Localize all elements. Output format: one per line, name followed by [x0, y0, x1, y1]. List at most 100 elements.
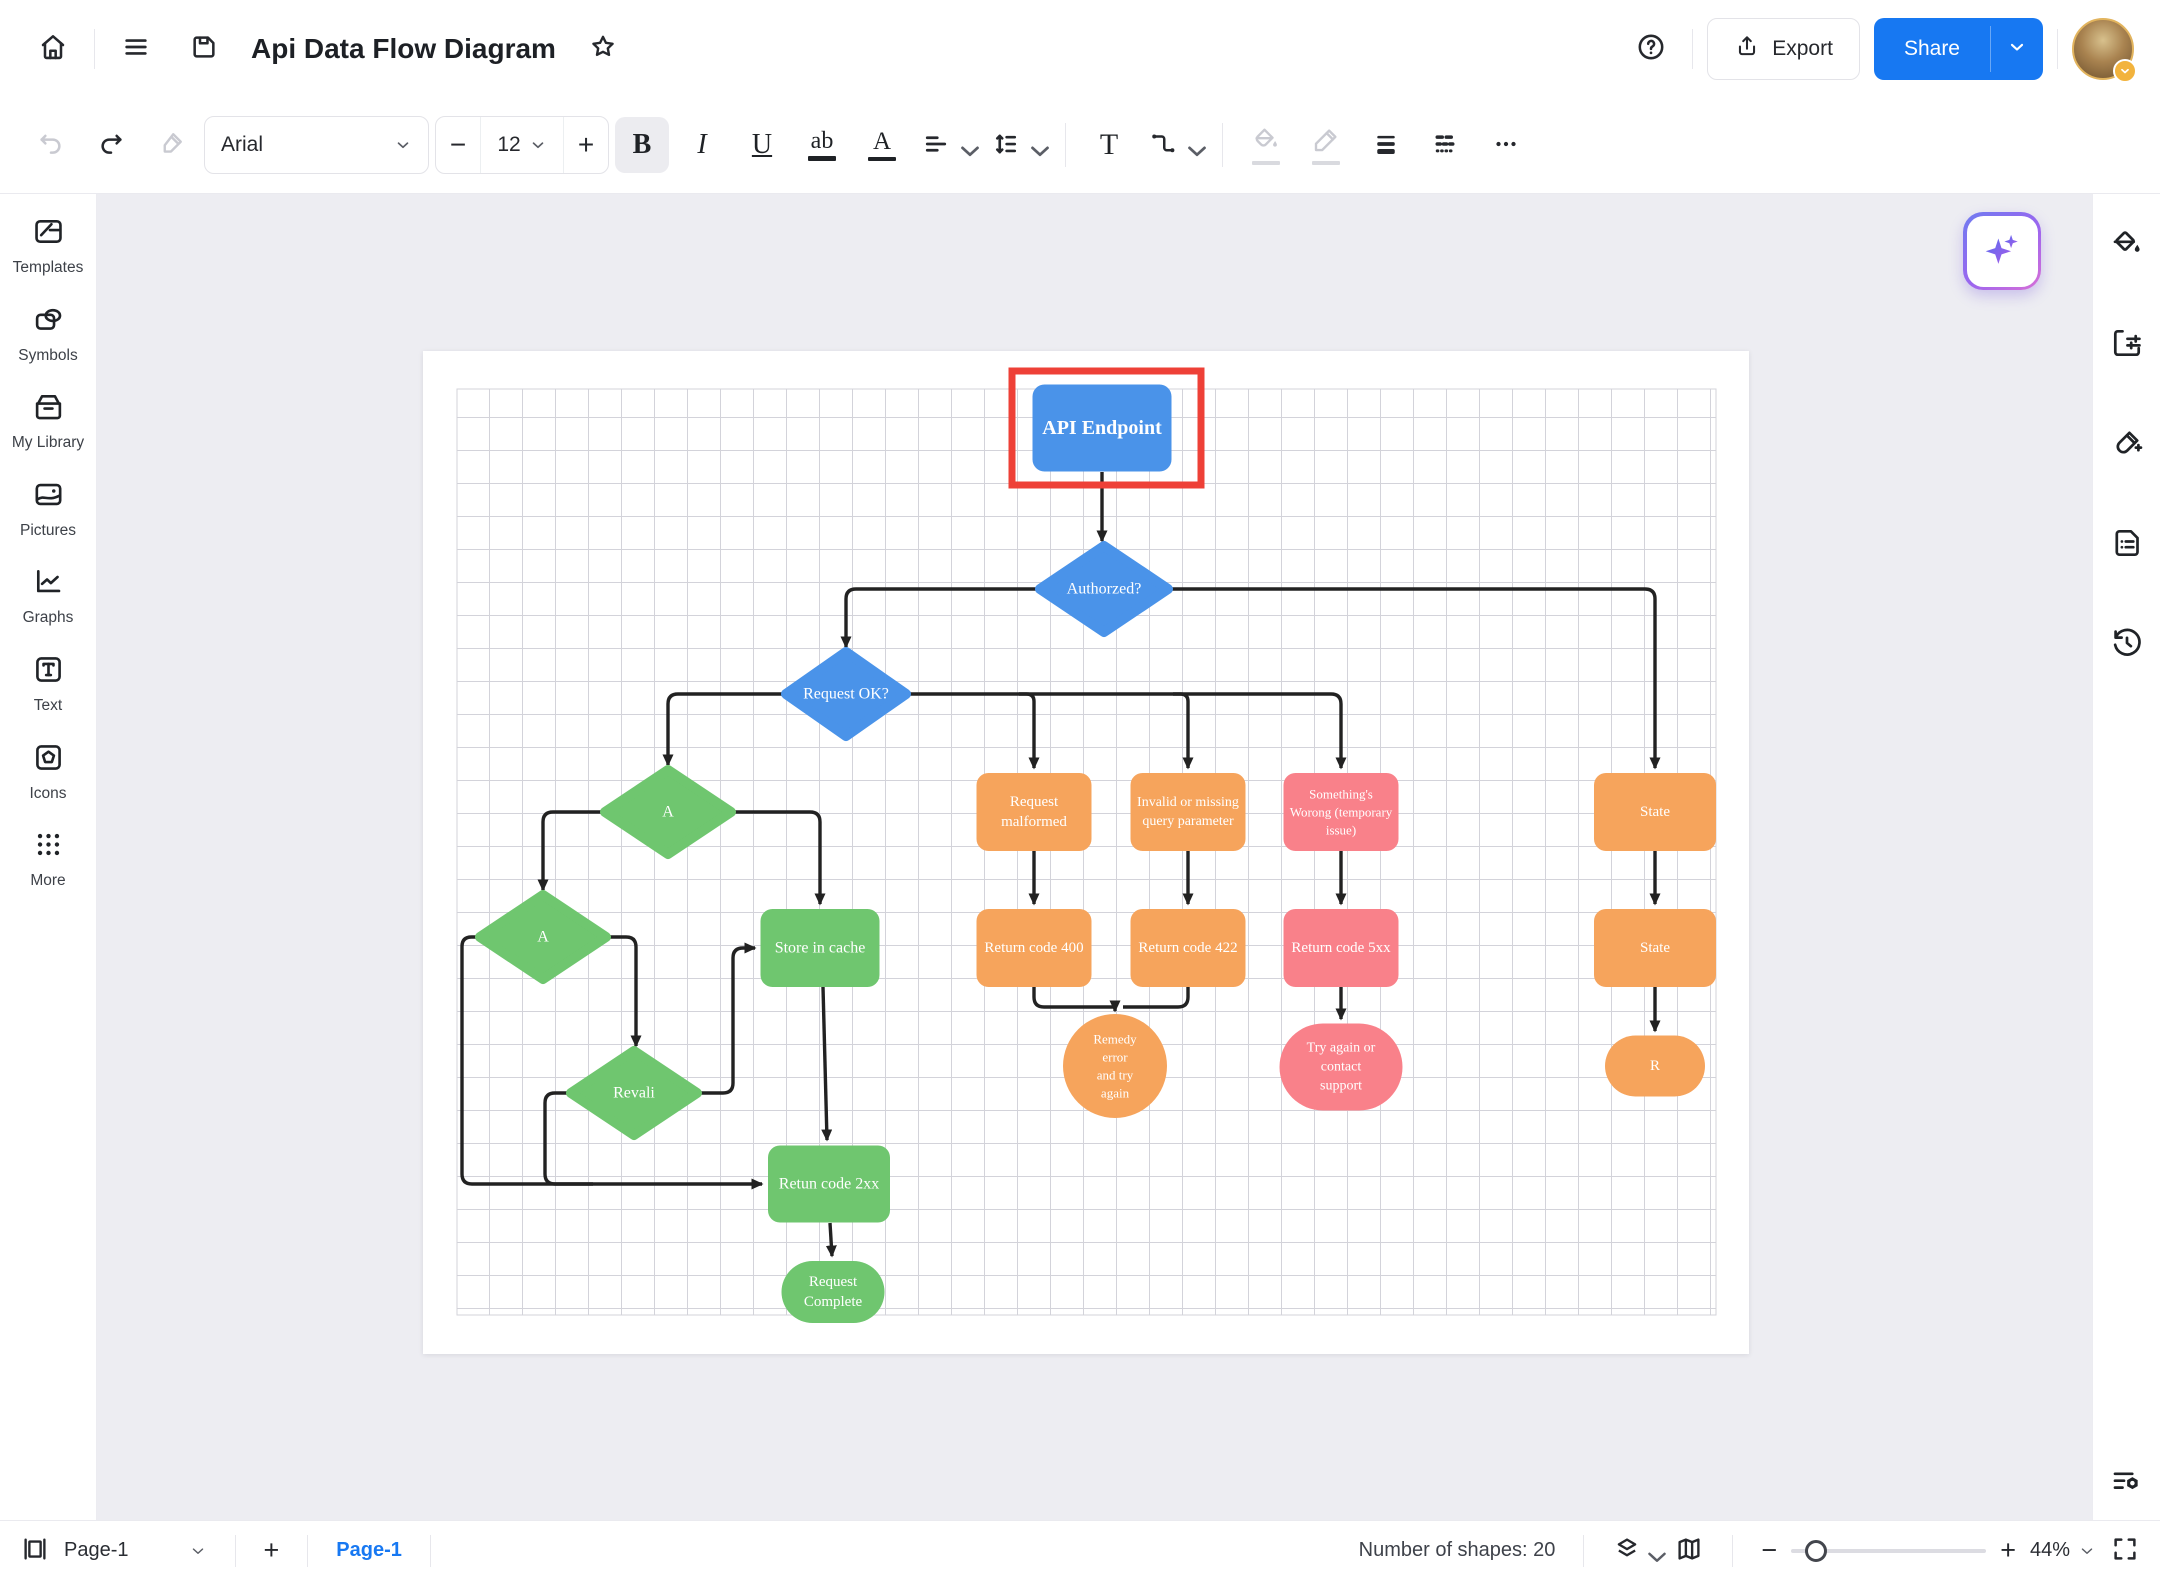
line-style-button[interactable]	[1419, 117, 1473, 173]
node-store-in-cache[interactable]: Store in cache	[760, 909, 880, 987]
fullscreen-button[interactable]	[2110, 1534, 2140, 1567]
sidebar-item-icons[interactable]: Icons	[0, 740, 96, 804]
zoom-slider[interactable]	[1791, 1539, 1987, 1562]
sidebar-item-text[interactable]: Text	[0, 652, 96, 716]
minimap-button[interactable]	[1674, 1534, 1704, 1567]
text-align-button[interactable]	[915, 117, 979, 173]
version-history-button[interactable]	[2105, 622, 2149, 666]
document-outline-button[interactable]	[2105, 522, 2149, 566]
share-label[interactable]: Share	[1903, 36, 1960, 60]
user-avatar[interactable]	[2072, 17, 2137, 83]
connector[interactable]	[537, 810, 606, 892]
connector[interactable]	[695, 942, 757, 1095]
page-settings-button[interactable]	[2105, 322, 2149, 366]
sidebar-item-symbols[interactable]: Symbols	[0, 302, 96, 366]
add-page-button[interactable]: +	[263, 1535, 280, 1565]
sidebar-item-more[interactable]: More	[0, 827, 96, 891]
format-painter-icon	[156, 129, 186, 162]
connector[interactable]	[662, 692, 786, 767]
connector[interactable]	[1168, 587, 1661, 770]
connector[interactable]	[1019, 692, 1040, 770]
border-color-button[interactable]	[1299, 117, 1353, 173]
node-state-2[interactable]: State	[1594, 909, 1716, 987]
connector[interactable]	[840, 587, 1040, 649]
underline-button[interactable]: U	[735, 117, 789, 173]
connector-style-button[interactable]	[1142, 117, 1206, 173]
home-button[interactable]	[26, 22, 80, 76]
node-revalidate[interactable]: Revali	[566, 1046, 702, 1140]
fill-style-button[interactable]	[2105, 222, 2149, 266]
node-state-1[interactable]: State	[1594, 773, 1716, 851]
page-tab-active[interactable]: Page-1	[336, 1539, 402, 1561]
node-authorized[interactable]: Authorzed?	[1035, 541, 1173, 637]
theme-brush-button[interactable]	[2105, 422, 2149, 466]
page-selector[interactable]: Page-1	[64, 1539, 207, 1562]
connector[interactable]	[821, 986, 833, 1142]
connector[interactable]	[825, 1222, 837, 1258]
main-menu-button[interactable]	[109, 22, 163, 76]
line-weight-button[interactable]	[1359, 117, 1413, 173]
layers-button[interactable]	[1612, 1534, 1667, 1567]
connector[interactable]	[906, 692, 1347, 770]
sidebar-item-pictures[interactable]: Pictures	[0, 477, 96, 541]
share-button[interactable]: Share	[1873, 17, 2043, 80]
connector[interactable]	[1032, 987, 1121, 1013]
italic-button[interactable]: I	[675, 117, 729, 173]
font-color-button[interactable]: A	[855, 117, 909, 173]
node-request-ok[interactable]: Request OK?	[781, 647, 911, 741]
zoom-in-button[interactable]: +	[2000, 1535, 2016, 1565]
more-tools-button[interactable]	[1479, 117, 1533, 173]
font-size-select[interactable]: 12	[480, 117, 564, 173]
node-r-node[interactable]: R	[1605, 1035, 1705, 1097]
connector[interactable]	[460, 935, 593, 1186]
connector[interactable]	[730, 810, 826, 906]
export-button[interactable]: Export	[1707, 17, 1860, 80]
node-a-check-1[interactable]: A	[600, 765, 736, 859]
font-size-increase-button[interactable]: +	[577, 129, 595, 160]
fill-color-button[interactable]	[1239, 117, 1293, 173]
line-spacing-button[interactable]	[985, 117, 1049, 173]
font-size-decrease-button[interactable]: −	[449, 129, 467, 160]
node-label: Store in cache	[775, 940, 866, 957]
sidebar-item-graphs[interactable]: Graphs	[0, 564, 96, 628]
node-a-check-2[interactable]: A	[475, 890, 611, 984]
bold-button[interactable]: B	[615, 117, 669, 173]
zoom-slider-handle[interactable]	[1805, 1539, 1828, 1562]
node-return-code-2xx[interactable]: Retun code 2xx	[768, 1145, 890, 1223]
sidebar-item-my-library[interactable]: My Library	[0, 389, 96, 453]
node-label: API Endpoint	[1042, 417, 1162, 439]
ai-assistant-button[interactable]	[1963, 212, 2041, 290]
fullscreen-icon	[2110, 1534, 2140, 1567]
save-button[interactable]	[177, 22, 231, 76]
node-return-code-400[interactable]: Return code 400	[976, 909, 1092, 987]
zoom-level-select[interactable]: 44%	[2030, 1539, 2096, 1562]
insert-text-button[interactable]: T	[1082, 117, 1136, 173]
advanced-settings-button[interactable]	[2105, 1460, 2149, 1504]
font-family-select[interactable]: Arial	[204, 116, 429, 174]
favorite-button[interactable]	[576, 22, 630, 76]
node-api-endpoint[interactable]: API Endpoint	[1008, 367, 1205, 489]
share-dropdown[interactable]	[1991, 18, 2043, 80]
undo-button[interactable]	[24, 117, 78, 173]
node-return-code-5xx[interactable]: Return code 5xx	[1283, 909, 1399, 987]
frames-button[interactable]	[20, 1534, 50, 1567]
strikethrough-button[interactable]: ab	[795, 117, 849, 173]
connector[interactable]	[1123, 987, 1190, 1009]
zoom-out-button[interactable]: −	[1761, 1535, 1778, 1565]
format-painter-button[interactable]	[144, 117, 198, 173]
connector[interactable]	[604, 935, 642, 1048]
connector[interactable]	[1173, 692, 1194, 770]
node-return-code-422[interactable]: Return code 422	[1130, 909, 1246, 987]
help-button[interactable]	[1624, 22, 1678, 76]
redo-button[interactable]	[84, 117, 138, 173]
fill-bucket-icon	[1251, 125, 1281, 158]
sidebar-item-templates[interactable]: Templates	[0, 214, 96, 278]
